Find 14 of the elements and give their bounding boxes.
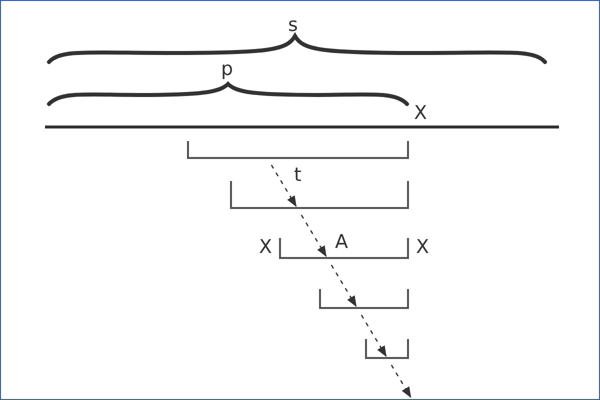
bracket-shape <box>187 141 409 159</box>
dashed-arrow <box>270 164 297 207</box>
dashed-arrow <box>300 214 327 257</box>
dashed-arrow <box>360 314 387 357</box>
dashed-arrow <box>390 364 412 398</box>
text-label: s <box>288 15 298 35</box>
text-label: X <box>414 103 428 123</box>
end-label: X <box>416 237 430 257</box>
dashed-arrow <box>330 264 357 307</box>
bracket-shape <box>319 289 409 309</box>
end-label: X <box>259 237 272 257</box>
bracket-shape <box>365 339 409 359</box>
text-label: p <box>221 59 234 79</box>
node-label: A <box>335 232 348 252</box>
